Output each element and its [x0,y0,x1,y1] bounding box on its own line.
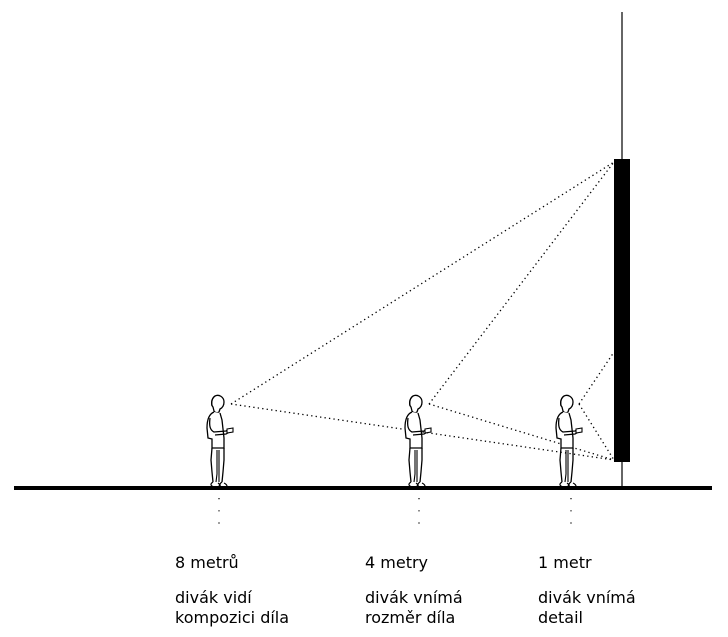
distance-label: 4 metry [365,553,429,572]
viewer-figure-8m [206,394,234,489]
caption-4m: 4 metry divák vnímá rozměr díla [365,553,463,628]
sight-line-8m-bottom [230,403,615,461]
sight-line-8m-top [230,161,615,405]
sight-lines [230,161,615,461]
sight-line-4m-top [428,161,615,405]
sight-line-1m-bottom [578,403,615,461]
distance-label: 1 metr [538,553,592,572]
sight-line-1m-top [578,351,615,405]
viewer-figure-1m [555,394,583,489]
caption-8m: 8 metrů divák vidí kompozici díla [175,553,289,628]
caption-1m: 1 metr divák vnímá detail [538,553,636,628]
description-line: detail [538,608,583,627]
description-line: divák vnímá [365,588,463,607]
distance-label: 8 metrů [175,553,239,572]
description-line: rozměr díla [365,608,456,627]
artwork-panel [614,159,630,462]
description-line: divák vidí [175,588,252,607]
sight-line-4m-bottom [428,403,615,461]
drop-marks [218,498,572,532]
description-line: kompozici díla [175,608,290,627]
viewer-figure-4m [404,394,432,489]
description-line: divák vnímá [538,588,636,607]
